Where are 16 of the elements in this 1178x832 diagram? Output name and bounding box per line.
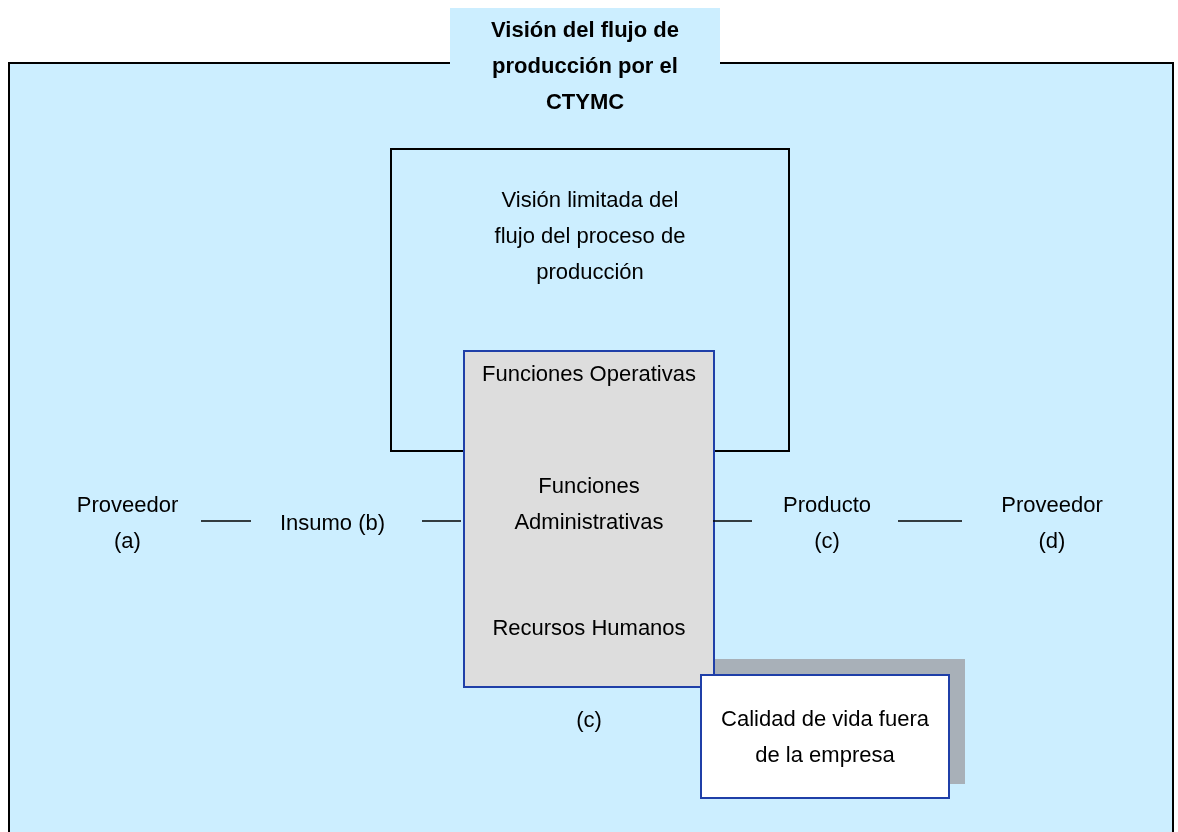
- node-text: Visión limitada del flujo del proceso de producción: [493, 186, 687, 286]
- node-text: Insumo (b): [278, 509, 387, 537]
- process-box: [463, 350, 715, 688]
- node-text: Proveedor (a): [75, 491, 180, 555]
- node-caption: (c): [575, 706, 603, 734]
- connector-line: [897, 520, 963, 522]
- node-text: Producto (c): [781, 491, 873, 555]
- node-text: Recursos Humanos: [491, 614, 687, 642]
- node-text: Funciones Administrativas: [513, 472, 665, 536]
- connector-line: [200, 520, 252, 522]
- connector-line: [712, 520, 753, 522]
- note-box: [700, 674, 950, 799]
- node-text: Funciones Operativas: [481, 360, 697, 388]
- node-text: Proveedor (d): [1000, 491, 1104, 555]
- connector-line: [421, 520, 462, 522]
- node-text: Calidad de vida fuera de la empresa: [720, 704, 930, 769]
